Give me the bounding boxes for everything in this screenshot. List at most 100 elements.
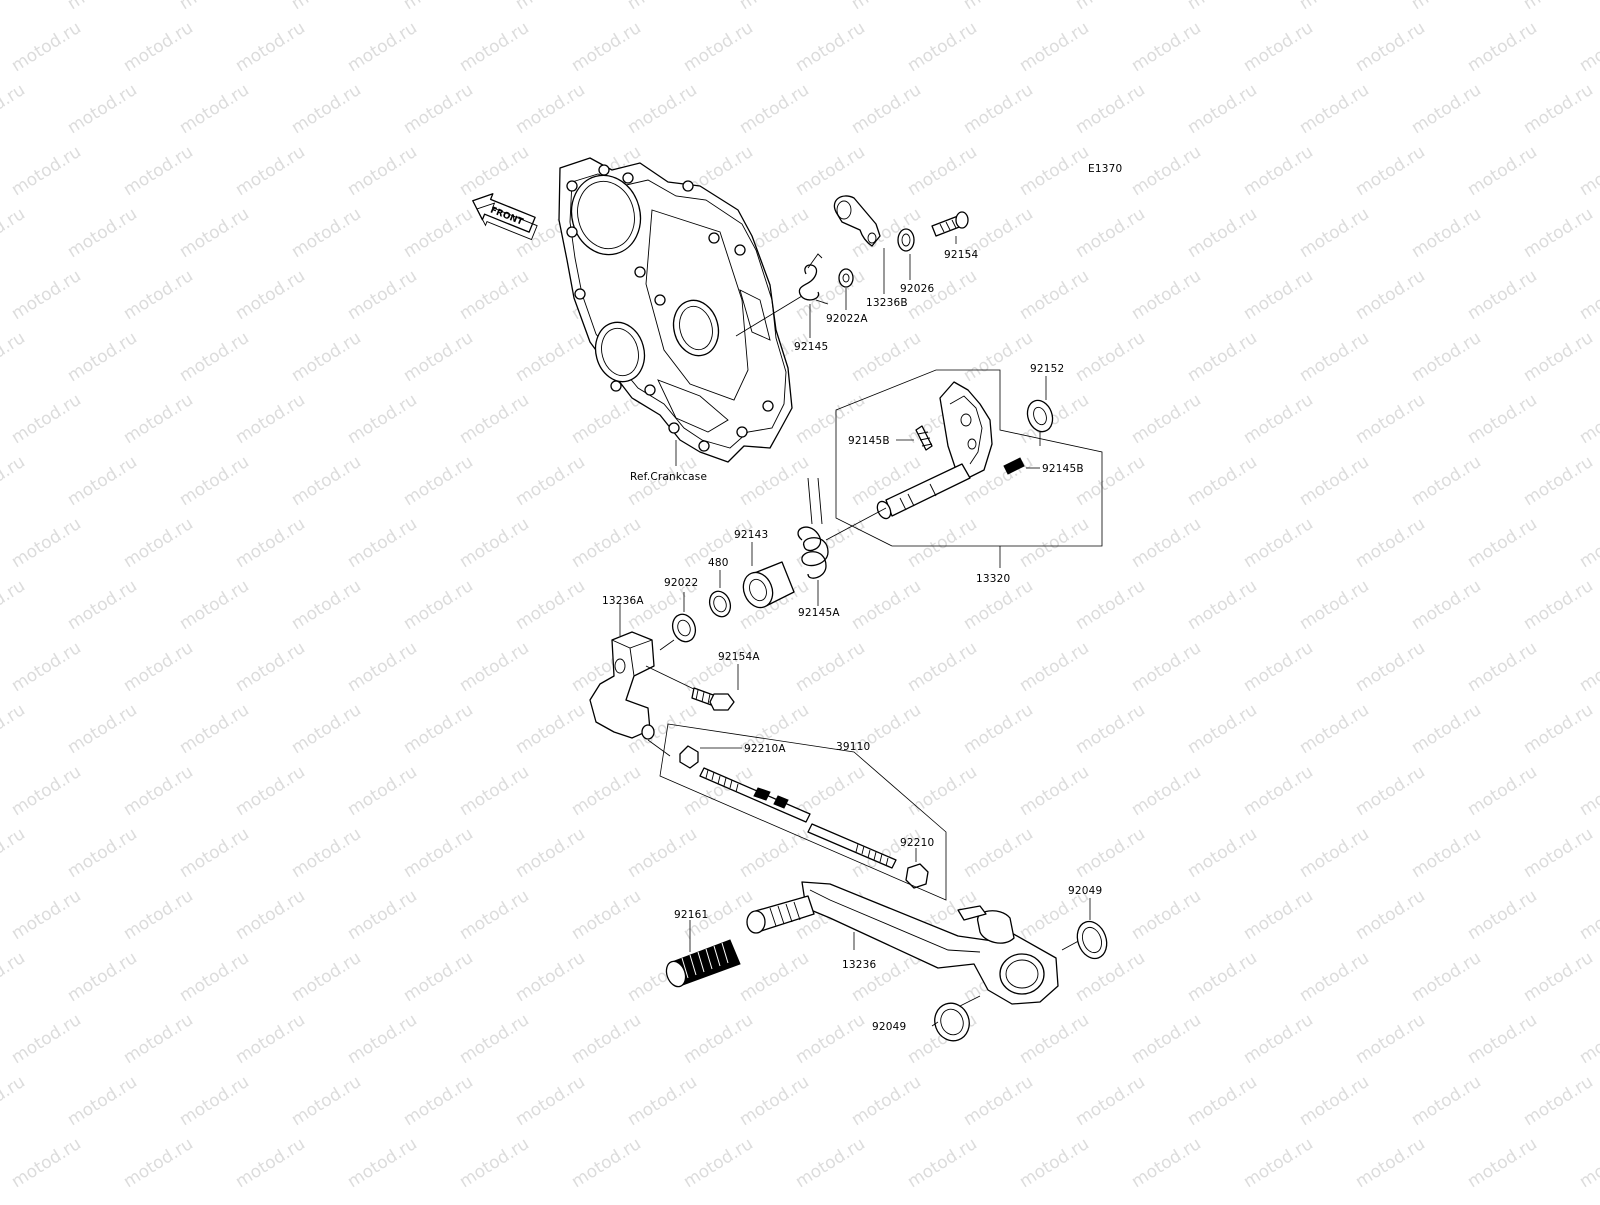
watermark-text: motod.ru [568,18,645,76]
watermark-text: motod.ru [0,576,29,634]
watermark-text: motod.ru [0,700,29,758]
watermark-text: motod.ru [680,18,757,76]
watermark-text: motod.ru [64,80,141,138]
watermark-text: motod.ru [456,762,533,820]
watermark-text: motod.ru [8,18,85,76]
watermark-text: motod.ru [1408,576,1485,634]
watermark-text: motod.ru [1128,390,1205,448]
watermark-text: motod.ru [848,1072,925,1130]
watermark-text: motod.ru [1520,700,1597,758]
watermark-text: motod.ru [232,142,309,200]
watermark-text: motod.ru [1408,204,1485,262]
watermark-text: motod.ru [1016,514,1093,572]
watermark-text: motod.ru [232,886,309,944]
grip-92161-drawing [665,939,741,988]
watermark-text: motod.ru [0,948,29,1006]
watermark-text: motod.ru [120,266,197,324]
watermark-text: motod.ru [624,80,701,138]
part-label: 92161 [674,909,708,921]
watermark-text: motod.ru [512,948,589,1006]
watermark-text: motod.ru [1576,266,1600,324]
watermark-text: motod.ru [1296,824,1373,882]
watermark-text: motod.ru [680,1134,757,1192]
watermark-text: motod.ru [232,390,309,448]
watermark-text: motod.ru [288,0,365,14]
watermark-text: motod.ru [0,328,29,386]
watermark-text: motod.ru [1408,948,1485,1006]
watermark-text: motod.ru [736,452,813,510]
watermark-text: motod.ru [1296,700,1373,758]
watermark-text: motod.ru [1184,824,1261,882]
watermark-text: motod.ru [1520,328,1597,386]
watermark-text: motod.ru [0,452,29,510]
watermark-text: motod.ru [400,576,477,634]
watermark-text: motod.ru [64,328,141,386]
watermark-text: motod.ru [1576,390,1600,448]
watermark-text: motod.ru [400,452,477,510]
watermark-text: motod.ru [1408,700,1485,758]
washer-92022-drawing [671,613,697,643]
watermark-text: motod.ru [1072,0,1149,14]
watermark-text: motod.ru [1296,204,1373,262]
part-label: 92143 [734,529,768,541]
watermark-text: motod.ru [1240,142,1317,200]
watermark-text: motod.ru [1072,1072,1149,1130]
watermark-text: motod.ru [8,886,85,944]
watermark-text: motod.ru [0,80,29,138]
watermark-text: motod.ru [344,142,421,200]
watermark-text: motod.ru [624,1072,701,1130]
part-label: 92145 [794,341,828,353]
watermark-text: motod.ru [1520,1072,1597,1130]
watermark-text: motod.ru [288,824,365,882]
watermark-text: motod.ru [736,824,813,882]
watermark-text: motod.ru [1296,576,1373,634]
watermark-text: motod.ru [512,1072,589,1130]
watermark-text: motod.ru [1072,948,1149,1006]
watermark-text: motod.ru [1128,762,1205,820]
watermark-text: motod.ru [904,638,981,696]
watermark-text: motod.ru [1520,0,1597,14]
shift-pedal-13236-drawing [746,881,1059,1005]
watermark-text: motod.ru [904,1134,981,1192]
watermark-text: motod.ru [1352,142,1429,200]
watermark-text: motod.ru [0,0,29,14]
watermark-text: motod.ru [1240,886,1317,944]
spring-92145-drawing [798,253,829,305]
watermark-text: motod.ru [1128,514,1205,572]
part-label: 92049 [872,1021,906,1033]
watermark-text: motod.ru [960,700,1037,758]
watermark-text: motod.ru [1408,328,1485,386]
watermark-text: motod.ru [1296,0,1373,14]
watermark-text: motod.ru [456,1010,533,1068]
watermark-text: motod.ru [344,886,421,944]
watermark-text: motod.ru [1520,204,1597,262]
watermark-text: motod.ru [1240,514,1317,572]
watermark-text: motod.ru [1016,390,1093,448]
watermark-text: motod.ru [1576,1010,1600,1068]
watermark-text: motod.ru [400,204,477,262]
watermark-text: motod.ru [1240,266,1317,324]
watermark-text: motod.ru [1408,824,1485,882]
watermark-text: motod.ru [344,266,421,324]
tie-rod-39110-drawing [679,745,929,889]
watermark-text: motod.ru [1352,762,1429,820]
watermark-text: motod.ru [64,700,141,758]
watermark-text: motod.ru [568,762,645,820]
watermark-text: motod.ru [232,1134,309,1192]
watermark-text: motod.ru [1016,1134,1093,1192]
watermark-text: motod.ru [288,1072,365,1130]
watermark-text: motod.ru [400,80,477,138]
washer-92022A-drawing [838,268,854,288]
watermark-text: motod.ru [1464,266,1541,324]
watermark-text: motod.ru [344,1134,421,1192]
watermark-text: motod.ru [0,824,29,882]
watermark-text: motod.ru [456,638,533,696]
watermark-text: motod.ru [1240,762,1317,820]
watermark-text: motod.ru [1520,948,1597,1006]
watermark-text: motod.ru [1184,204,1261,262]
part-label: 13320 [976,573,1010,585]
watermark-text: motod.ru [232,638,309,696]
watermark-text: motod.ru [232,266,309,324]
